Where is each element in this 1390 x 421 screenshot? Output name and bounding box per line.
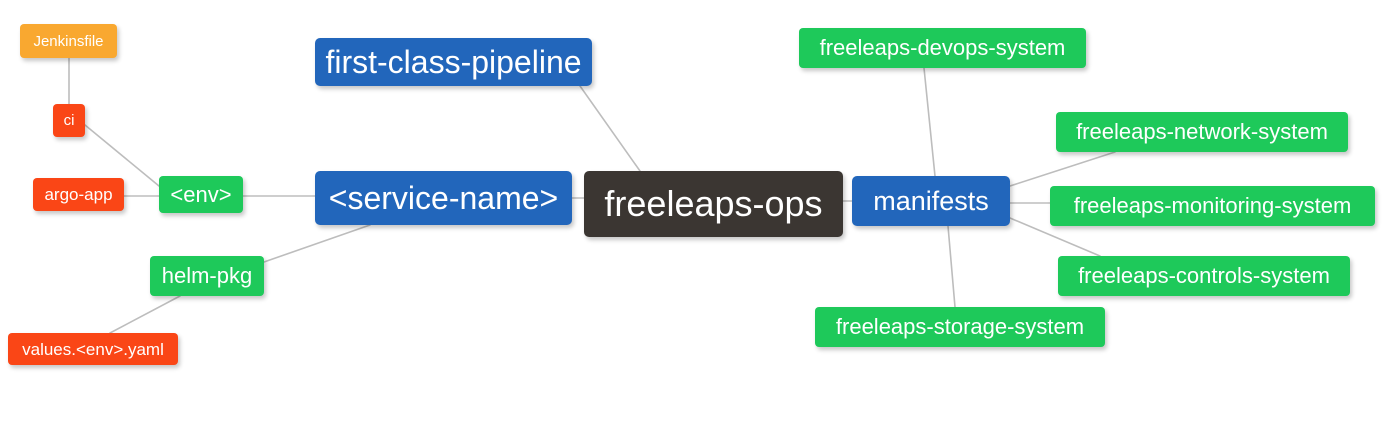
node-label-values-yaml: values.<env>.yaml xyxy=(22,339,164,359)
node-label-argo-app: argo-app xyxy=(44,185,113,204)
edge-env-ci xyxy=(84,124,160,187)
node-label-storage-system: freeleaps-storage-system xyxy=(835,314,1085,339)
node-ci[interactable]: ci xyxy=(53,104,85,137)
node-jenkinsfile[interactable]: Jenkinsfile xyxy=(20,24,117,58)
node-label-service-name: <service-name> xyxy=(328,180,559,216)
node-root[interactable]: freeleaps-ops xyxy=(584,171,843,237)
node-label-root: freeleaps-ops xyxy=(604,183,823,224)
node-label-helm-pkg: helm-pkg xyxy=(161,263,253,288)
node-env[interactable]: <env> xyxy=(159,176,243,213)
node-monitoring-system[interactable]: freeleaps-monitoring-system xyxy=(1050,186,1375,226)
edge-root-pipeline xyxy=(579,85,641,172)
node-network-system[interactable]: freeleaps-network-system xyxy=(1056,112,1348,152)
node-label-first-class-pipeline: first-class-pipeline xyxy=(325,44,582,80)
node-devops-system[interactable]: freeleaps-devops-system xyxy=(799,28,1086,68)
node-manifests[interactable]: manifests xyxy=(852,176,1010,226)
edge-manifests-storage xyxy=(947,225,956,308)
node-label-monitoring-system: freeleaps-monitoring-system xyxy=(1073,193,1352,218)
node-argo-app[interactable]: argo-app xyxy=(33,178,124,211)
node-controls-system[interactable]: freeleaps-controls-system xyxy=(1058,256,1350,296)
edge-service-name-helm xyxy=(263,224,371,263)
node-helm-pkg[interactable]: helm-pkg xyxy=(150,256,264,296)
node-label-manifests: manifests xyxy=(873,185,989,216)
node-label-network-system: freeleaps-network-system xyxy=(1076,119,1328,144)
node-label-controls-system: freeleaps-controls-system xyxy=(1078,263,1330,288)
node-service-name[interactable]: <service-name> xyxy=(315,171,572,225)
edge-helm-values xyxy=(109,295,181,334)
node-label-jenkinsfile: Jenkinsfile xyxy=(33,32,104,50)
node-storage-system[interactable]: freeleaps-storage-system xyxy=(815,307,1105,347)
node-values-yaml[interactable]: values.<env>.yaml xyxy=(8,333,178,365)
edge-manifests-network xyxy=(1009,151,1116,187)
node-label-ci: ci xyxy=(63,112,75,129)
node-first-class-pipeline[interactable]: first-class-pipeline xyxy=(315,38,592,86)
node-label-env: <env> xyxy=(170,181,232,207)
edge-manifests-devops xyxy=(923,67,936,177)
node-label-devops-system: freeleaps-devops-system xyxy=(819,35,1066,60)
